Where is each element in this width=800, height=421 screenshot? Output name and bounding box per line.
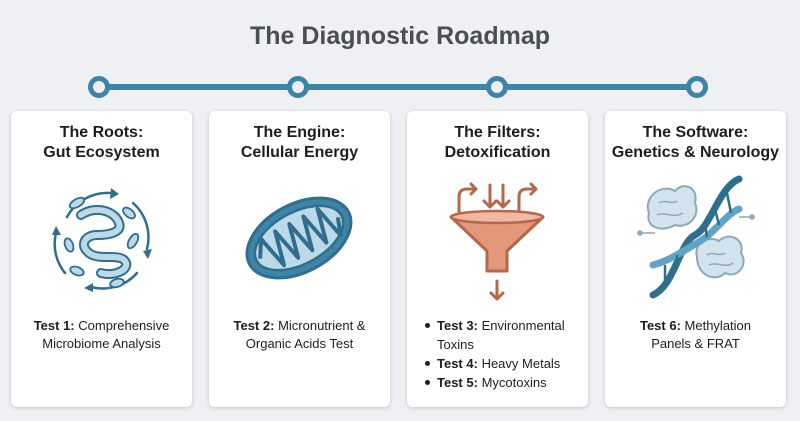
- timeline-line: [96, 84, 700, 90]
- card-title-line2: Gut Ecosystem: [43, 144, 160, 161]
- test-text-line2: Toxins: [437, 337, 474, 352]
- test-label: Test 6:: [639, 318, 681, 333]
- test-text-line2: Microbiome Analysis: [42, 336, 161, 351]
- list-item: Test 4: Heavy Metals: [425, 354, 582, 373]
- list-item: Test 3: Environmental Toxins: [425, 316, 582, 354]
- test-text-line2: Organic Acids Test: [245, 336, 354, 351]
- card-title: The Filters: Detoxification: [407, 123, 588, 163]
- card-title: The Roots: Gut Ecosystem: [11, 123, 192, 163]
- gut-microbiome-icon: [52, 188, 152, 292]
- test-text-line1: Micronutrient &: [278, 318, 366, 333]
- card-title: The Engine: Cellular Energy: [209, 123, 390, 163]
- timeline-node-1: [88, 76, 110, 98]
- test-text-line1: Comprehensive: [78, 318, 170, 333]
- card-test-description: Test 1: Comprehensive Microbiome Analysi…: [19, 317, 184, 353]
- page-title: The Diagnostic Roadmap: [249, 22, 551, 50]
- test-label: Test 1:: [33, 318, 75, 333]
- card-title-line2: Detoxification: [444, 144, 551, 161]
- card-genetics-neurology: The Software: Genetics & Neurology Test: [605, 111, 786, 407]
- card-gut-ecosystem: The Roots: Gut Ecosystem Test 1: Compr: [11, 111, 192, 407]
- test-label: Test 2:: [233, 318, 275, 333]
- card-title-line2: Cellular Energy: [240, 144, 359, 161]
- card-title-line1: The Engine:: [253, 124, 346, 141]
- timeline-node-3: [486, 76, 508, 98]
- card-title: The Software: Genetics & Neurology: [605, 123, 786, 163]
- timeline-node-4: [686, 76, 708, 98]
- test-text-line1: Methylation: [684, 318, 752, 333]
- test-label: Test 3:: [437, 318, 478, 333]
- card-test-description: Test 6: Methylation Panels & FRAT: [613, 317, 778, 353]
- test-label: Test 4:: [437, 356, 478, 371]
- mitochondria-icon: [245, 196, 353, 280]
- test-label: Test 5:: [437, 375, 478, 390]
- timeline-node-2: [287, 76, 309, 98]
- test-text: Heavy Metals: [481, 356, 561, 371]
- dna-brain-icon: [637, 175, 755, 299]
- card-title-line2: Genetics & Neurology: [611, 144, 780, 161]
- test-text: Mycotoxins: [481, 375, 547, 390]
- funnel-filter-icon: [449, 182, 545, 301]
- card-title-line1: The Filters:: [454, 124, 541, 141]
- test-text-line1: Environmental: [481, 318, 565, 333]
- list-item: Test 5: Mycotoxins: [425, 373, 582, 392]
- card-title-line1: The Software:: [642, 124, 749, 141]
- card-cellular-energy: The Engine: Cellular Energy Test 2: Micr…: [209, 111, 390, 407]
- card-title-line1: The Roots:: [59, 124, 144, 141]
- test-list: Test 3: Environmental Toxins Test 4: Hea…: [425, 316, 582, 392]
- test-text-line2: Panels & FRAT: [651, 336, 740, 351]
- roadmap-timeline: [88, 76, 708, 98]
- card-detoxification: The Filters: Detoxification Test 3: Envi…: [407, 111, 588, 407]
- card-test-description: Test 2: Micronutrient & Organic Acids Te…: [217, 317, 382, 353]
